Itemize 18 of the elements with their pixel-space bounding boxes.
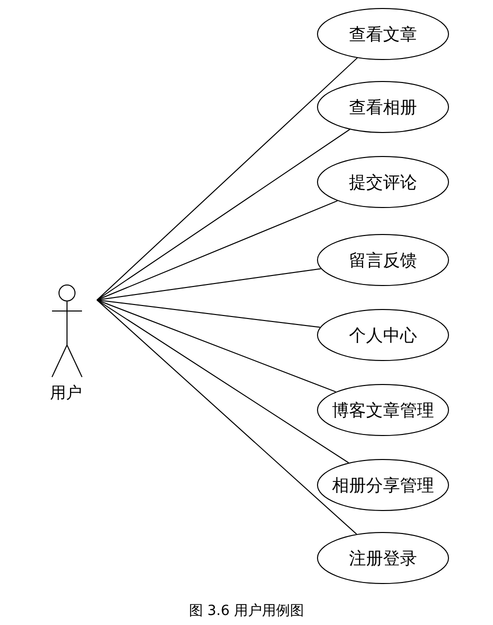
use-case-label: 查看相册 [349,96,417,118]
use-case-label: 注册登录 [349,548,417,570]
use-case-label: 留言反馈 [349,250,417,272]
association-line [96,300,336,392]
association-line [96,300,358,535]
actor-label: 用户 [50,383,82,404]
use-case-label: 相册分享管理 [332,474,434,496]
association-line [96,300,320,328]
association-line [96,128,350,300]
use-case-label: 提交评论 [349,172,417,194]
use-case-label: 个人中心 [349,324,417,346]
use-case-label: 查看文章 [349,24,417,46]
association-line [96,268,322,300]
use-case-label: 博客文章管理 [332,400,434,422]
association-line [96,200,338,300]
association-line [96,300,350,464]
figure-caption: 图 3.6 用户用例图 [188,603,304,619]
association-line [96,57,358,300]
